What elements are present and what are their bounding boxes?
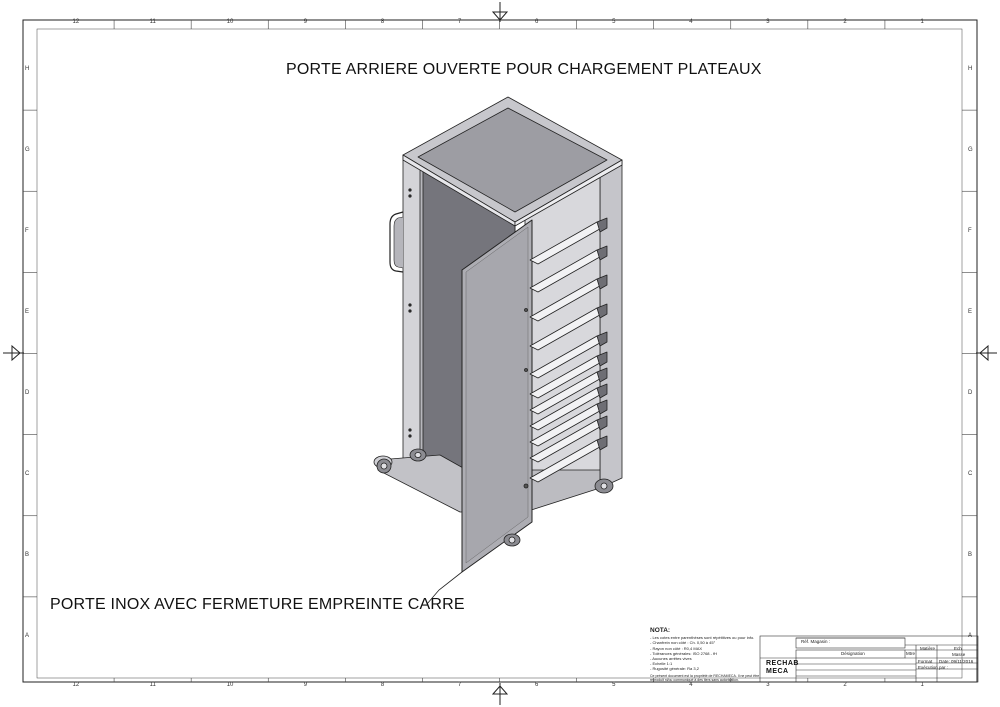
tb-ech: Ech [954,646,962,651]
grid-label: 2 [843,682,847,688]
tray-runner [596,435,608,451]
note-line: - Rugosité générale: Ra 3,2 [650,666,699,672]
grid-label: C [25,471,30,478]
cabinet-isometric-drawing [373,96,623,573]
grid-label: F [968,227,972,234]
grid-ticks [23,20,977,682]
tray-runner [596,245,608,261]
tb-matiere: Matière [920,646,936,651]
centering-mark-left [3,344,24,362]
company-logo: RECHAB MECA [766,660,799,675]
grid-label: 6 [535,682,539,688]
grid-label: A [968,633,973,640]
grid-label: 10 [226,682,234,688]
grid-label: G [25,146,30,153]
grid-label: 11 [149,682,156,688]
grid-label: 5 [612,682,616,688]
grid-label: 11 [149,19,156,25]
grid-label: 9 [303,19,308,25]
cabinet-top-inner [417,107,608,213]
door-callout-label: PORTE INOX AVEC FERMETURE EMPREINTE CARR… [50,596,465,613]
grid-label: 1 [920,682,924,688]
grid-label: 12 [72,682,80,688]
grid-label: 12 [72,19,80,25]
note-line: - Echelle 1:1 [650,661,673,667]
tray-runner [596,351,608,367]
grid-label: B [25,552,30,559]
cabinet-left-upright [402,154,421,481]
tray-runner [596,217,608,233]
note-line: - Rayon non côté : R0,4 MAX [650,645,703,651]
note-line: Ce présent document est la propriété de … [650,673,760,682]
grid-label: 4 [689,19,693,25]
caster-wheel-back [409,448,427,462]
title-block [759,635,979,683]
grid-label: 8 [380,682,385,688]
grid-label: H [25,65,30,72]
tray-runner [596,367,608,383]
tb-mtre: Mtre [906,651,915,656]
grid-label: 3 [766,19,770,25]
grid-label: E [968,308,973,315]
caster-wheel-left [373,455,393,474]
tray-runner [596,415,608,431]
tb-date: Date: 09/11/2016 [939,659,974,664]
grid-label: D [25,390,30,397]
grid-label: D [968,390,973,397]
tray-runner [596,274,608,290]
notes-heading: NOTA: [650,627,671,634]
tb-format: Format [918,659,933,664]
caster-wheel-mid [503,533,521,547]
grid-label: B [968,552,973,559]
callout-leader [426,571,463,605]
tb-ref-magasin: Réf. Magasin : [801,639,831,644]
grid-label: 2 [843,19,847,25]
grid-label: 3 [766,682,770,688]
centering-mark-top [491,2,509,22]
tray-runner [596,331,608,347]
grid-label: 4 [689,682,693,688]
grid-label: H [968,65,973,72]
note-line: - Les cotes entre parenthèses sont répét… [650,635,755,641]
grid-label: A [25,633,30,640]
tb-execution: Exécution par : [918,665,949,670]
grid-label: 1 [920,19,924,25]
note-line: - Chanfrein non côté : Ch. 0,50 à 45° [650,640,716,646]
tb-masse: Masse [952,652,966,657]
grid-label: 6 [535,19,539,25]
grid-label: E [25,308,30,315]
grid-label: 7 [457,19,462,25]
centering-mark-bottom [491,683,509,705]
notes-block: NOTA: - Les cotes entre parenthèses sont… [650,627,765,682]
grid-label: F [25,227,29,234]
grid-label: G [968,146,973,153]
caster-wheel-right [594,478,614,494]
drawing-title: PORTE ARRIERE OUVERTE POUR CHARGEMENT PL… [286,61,762,78]
tray-shelves [529,217,608,483]
grid-label: C [968,471,973,478]
grid-label: 10 [226,19,234,25]
tb-designation: Désignation [841,651,865,656]
note-line: - Tolérances générales: ISO 2768 - fH [650,650,718,656]
grid-label: 8 [380,19,385,25]
tray-runner [596,303,608,319]
centering-mark-right [976,344,997,362]
tray-runner [596,383,608,399]
grid-label: 5 [612,19,616,25]
grid-label: 7 [457,682,462,688]
note-line: - Aucunes arrêtes vives [650,656,692,662]
grid-label: 9 [303,682,308,688]
tray-runner [596,399,608,415]
